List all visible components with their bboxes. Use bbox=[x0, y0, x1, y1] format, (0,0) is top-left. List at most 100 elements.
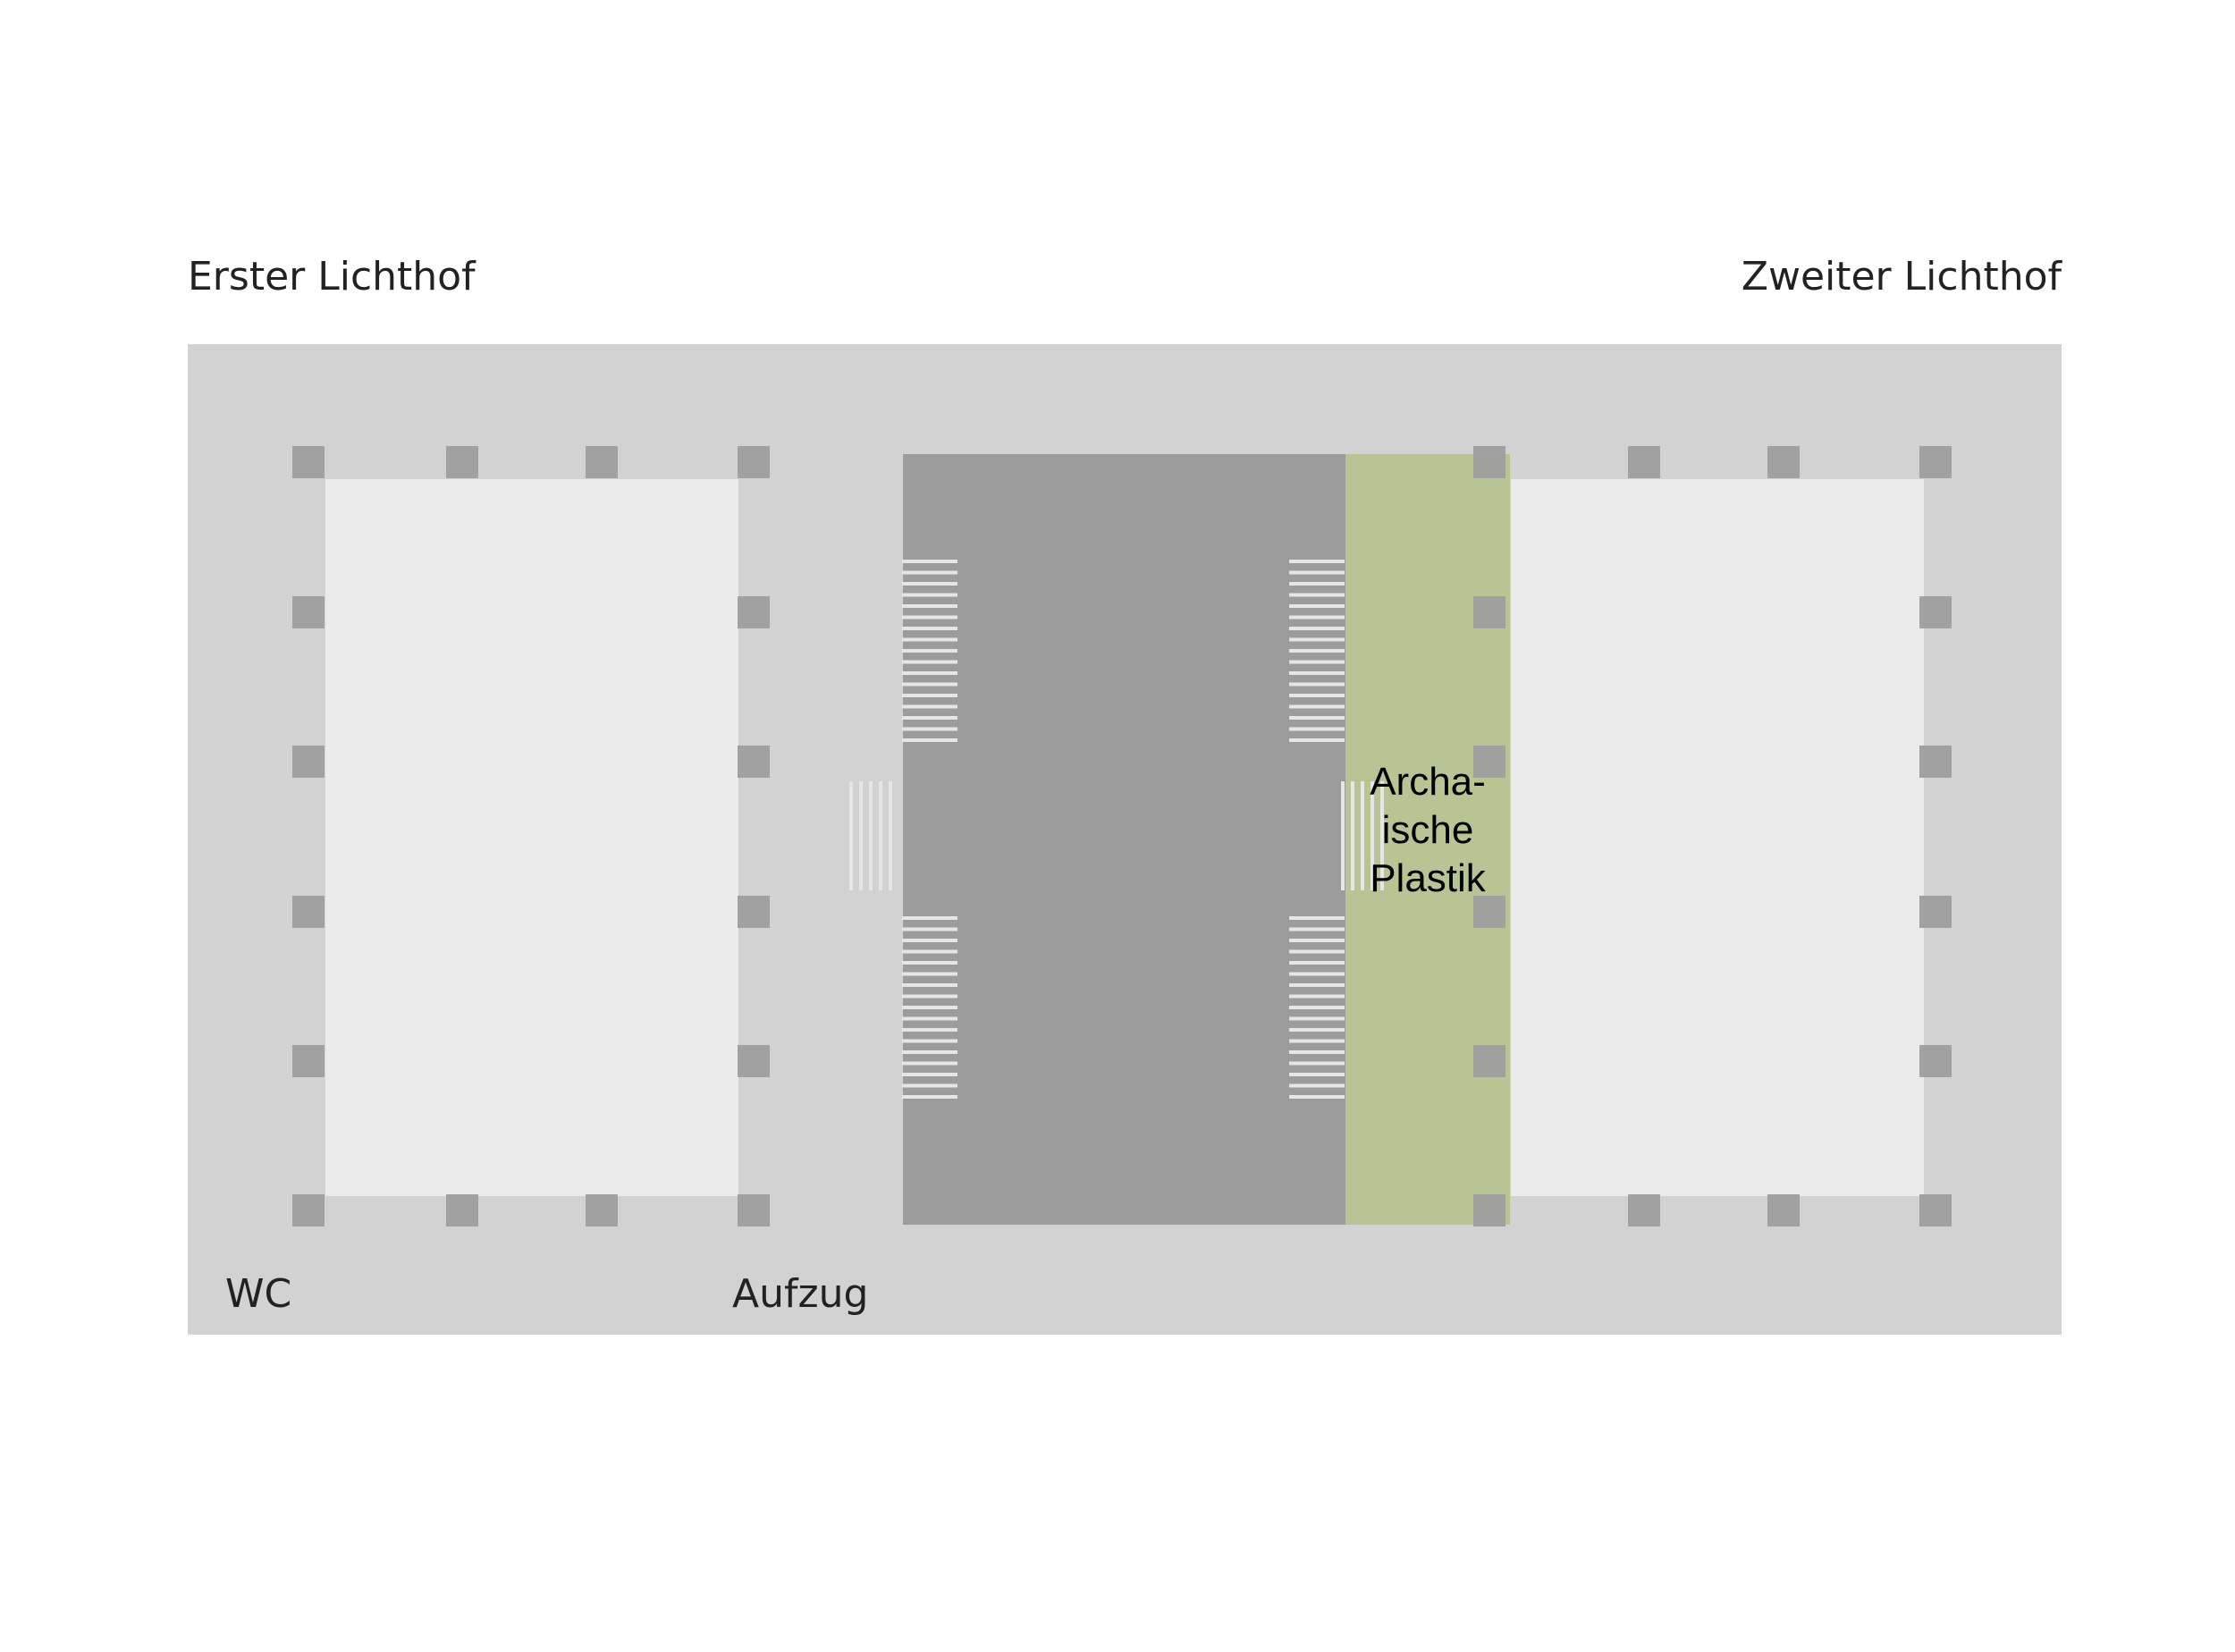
west-entrance-stair-step bbox=[879, 781, 882, 890]
central-hall bbox=[903, 454, 1345, 1225]
west-entrance-stair-step bbox=[889, 781, 892, 890]
hall-left-upper-stair-step bbox=[902, 582, 957, 586]
hall-right-upper-stair-step bbox=[1289, 570, 1345, 575]
hall-left-upper-stair-step bbox=[902, 727, 957, 731]
room-label-line-1: Archa- bbox=[1370, 760, 1486, 804]
hall-left-lower-stair-step bbox=[902, 939, 957, 942]
hall-right-lower-stair-step bbox=[1289, 939, 1345, 942]
hall-left-lower-stair-step bbox=[902, 1061, 957, 1066]
column bbox=[1767, 446, 1800, 478]
hall-left-upper-stair-step bbox=[902, 671, 957, 675]
hall-right-upper-stair-step bbox=[1289, 716, 1345, 720]
hall-right-lower-stair-step bbox=[1289, 994, 1345, 999]
column bbox=[292, 746, 325, 778]
hall-right-upper-stair-step bbox=[1289, 649, 1345, 653]
room-label-line-3: Plastik bbox=[1370, 856, 1486, 900]
staircases bbox=[849, 560, 1384, 1099]
hall-left-upper-stair-step bbox=[902, 560, 957, 563]
column bbox=[446, 1194, 478, 1226]
hall-left-lower-stair-step bbox=[902, 1039, 957, 1043]
column bbox=[292, 1045, 325, 1077]
hall-right-upper-stair-step bbox=[1289, 604, 1345, 608]
column bbox=[292, 1194, 325, 1226]
column bbox=[1919, 1194, 1952, 1226]
hall-right-lower-stair-step bbox=[1289, 1028, 1345, 1032]
second-courtyard-label: Zweiter Lichthof bbox=[1741, 254, 2062, 299]
east-entrance-stair-step bbox=[1371, 781, 1374, 890]
column bbox=[1473, 446, 1505, 478]
second-courtyard bbox=[1511, 479, 1924, 1196]
hall-left-upper-stair-step bbox=[902, 593, 957, 597]
hall-right-lower-stair-step bbox=[1289, 949, 1345, 954]
hall-left-upper-stair-step bbox=[902, 660, 957, 664]
east-entrance-stair-step bbox=[1341, 781, 1345, 890]
column bbox=[1473, 1045, 1505, 1077]
column bbox=[1628, 1194, 1660, 1226]
column bbox=[1628, 446, 1660, 478]
column bbox=[292, 446, 325, 478]
hall-right-lower-stair-step bbox=[1289, 927, 1345, 931]
column bbox=[1473, 746, 1505, 778]
west-entrance-stair-step bbox=[859, 781, 863, 890]
column bbox=[586, 1194, 618, 1226]
room-label-line-2: ische bbox=[1381, 808, 1474, 852]
hall-right-upper-stair-step bbox=[1289, 637, 1345, 642]
hall-left-upper-stair-step bbox=[902, 682, 957, 687]
column bbox=[292, 596, 325, 628]
hall-right-lower-stair-step bbox=[1289, 961, 1345, 965]
hall-left-lower-stair-step bbox=[902, 1083, 957, 1088]
hall-left-lower-stair-step bbox=[902, 916, 957, 920]
elevator-label: Aufzug bbox=[732, 1271, 869, 1317]
hall-right-upper-stair-step bbox=[1289, 738, 1345, 742]
hall-left-lower-stair-step bbox=[902, 927, 957, 931]
hall-left-upper-stair-step bbox=[902, 694, 957, 697]
hall-left-upper-stair-step bbox=[902, 570, 957, 575]
hall-right-upper-stair-step bbox=[1289, 627, 1345, 630]
column bbox=[738, 896, 770, 928]
hall-right-upper-stair-step bbox=[1289, 727, 1345, 731]
hall-right-lower-stair-step bbox=[1289, 972, 1345, 976]
hall-right-lower-stair-step bbox=[1289, 1095, 1345, 1099]
hall-left-lower-stair-step bbox=[902, 983, 957, 987]
first-courtyard bbox=[325, 479, 738, 1196]
hall-right-lower-stair-step bbox=[1289, 1016, 1345, 1021]
hall-right-lower-stair-step bbox=[1289, 1061, 1345, 1066]
hall-left-upper-stair-step bbox=[902, 704, 957, 709]
hall-right-lower-stair-step bbox=[1289, 916, 1345, 920]
hall-left-lower-stair-step bbox=[902, 972, 957, 976]
hall-right-upper-stair-step bbox=[1289, 615, 1345, 620]
column bbox=[1919, 896, 1952, 928]
column bbox=[1919, 1045, 1952, 1077]
archaic-sculpture-label: Archa- ische Plastik bbox=[1345, 758, 1510, 903]
hall-right-lower-stair-step bbox=[1289, 1073, 1345, 1076]
hall-left-lower-stair-step bbox=[902, 949, 957, 954]
hall-left-lower-stair-step bbox=[902, 1006, 957, 1009]
hall-left-lower-stair-step bbox=[902, 1095, 957, 1099]
hall-right-upper-stair-step bbox=[1289, 560, 1345, 563]
column bbox=[1473, 1194, 1505, 1226]
hall-right-lower-stair-step bbox=[1289, 1083, 1345, 1088]
east-entrance-stair-step bbox=[1361, 781, 1364, 890]
hall-right-upper-stair-step bbox=[1289, 582, 1345, 586]
hall-left-upper-stair-step bbox=[902, 649, 957, 653]
east-entrance-stair-step bbox=[1351, 781, 1354, 890]
column bbox=[1919, 746, 1952, 778]
column bbox=[1473, 596, 1505, 628]
column bbox=[738, 1194, 770, 1226]
hall-right-upper-stair-step bbox=[1289, 660, 1345, 664]
hall-left-upper-stair-step bbox=[902, 627, 957, 630]
column bbox=[738, 1045, 770, 1077]
column bbox=[738, 746, 770, 778]
east-entrance-stair-step bbox=[1380, 781, 1384, 890]
hall-right-upper-stair-step bbox=[1289, 704, 1345, 709]
hall-left-lower-stair-step bbox=[902, 961, 957, 965]
hall-right-upper-stair-step bbox=[1289, 694, 1345, 697]
column bbox=[1767, 1194, 1800, 1226]
first-courtyard-label: Erster Lichthof bbox=[188, 254, 476, 299]
wc-label: WC bbox=[225, 1271, 292, 1317]
columns bbox=[292, 446, 1952, 1226]
hall-left-upper-stair-step bbox=[902, 604, 957, 608]
hall-right-upper-stair-step bbox=[1289, 682, 1345, 687]
west-entrance-stair-step bbox=[869, 781, 873, 890]
